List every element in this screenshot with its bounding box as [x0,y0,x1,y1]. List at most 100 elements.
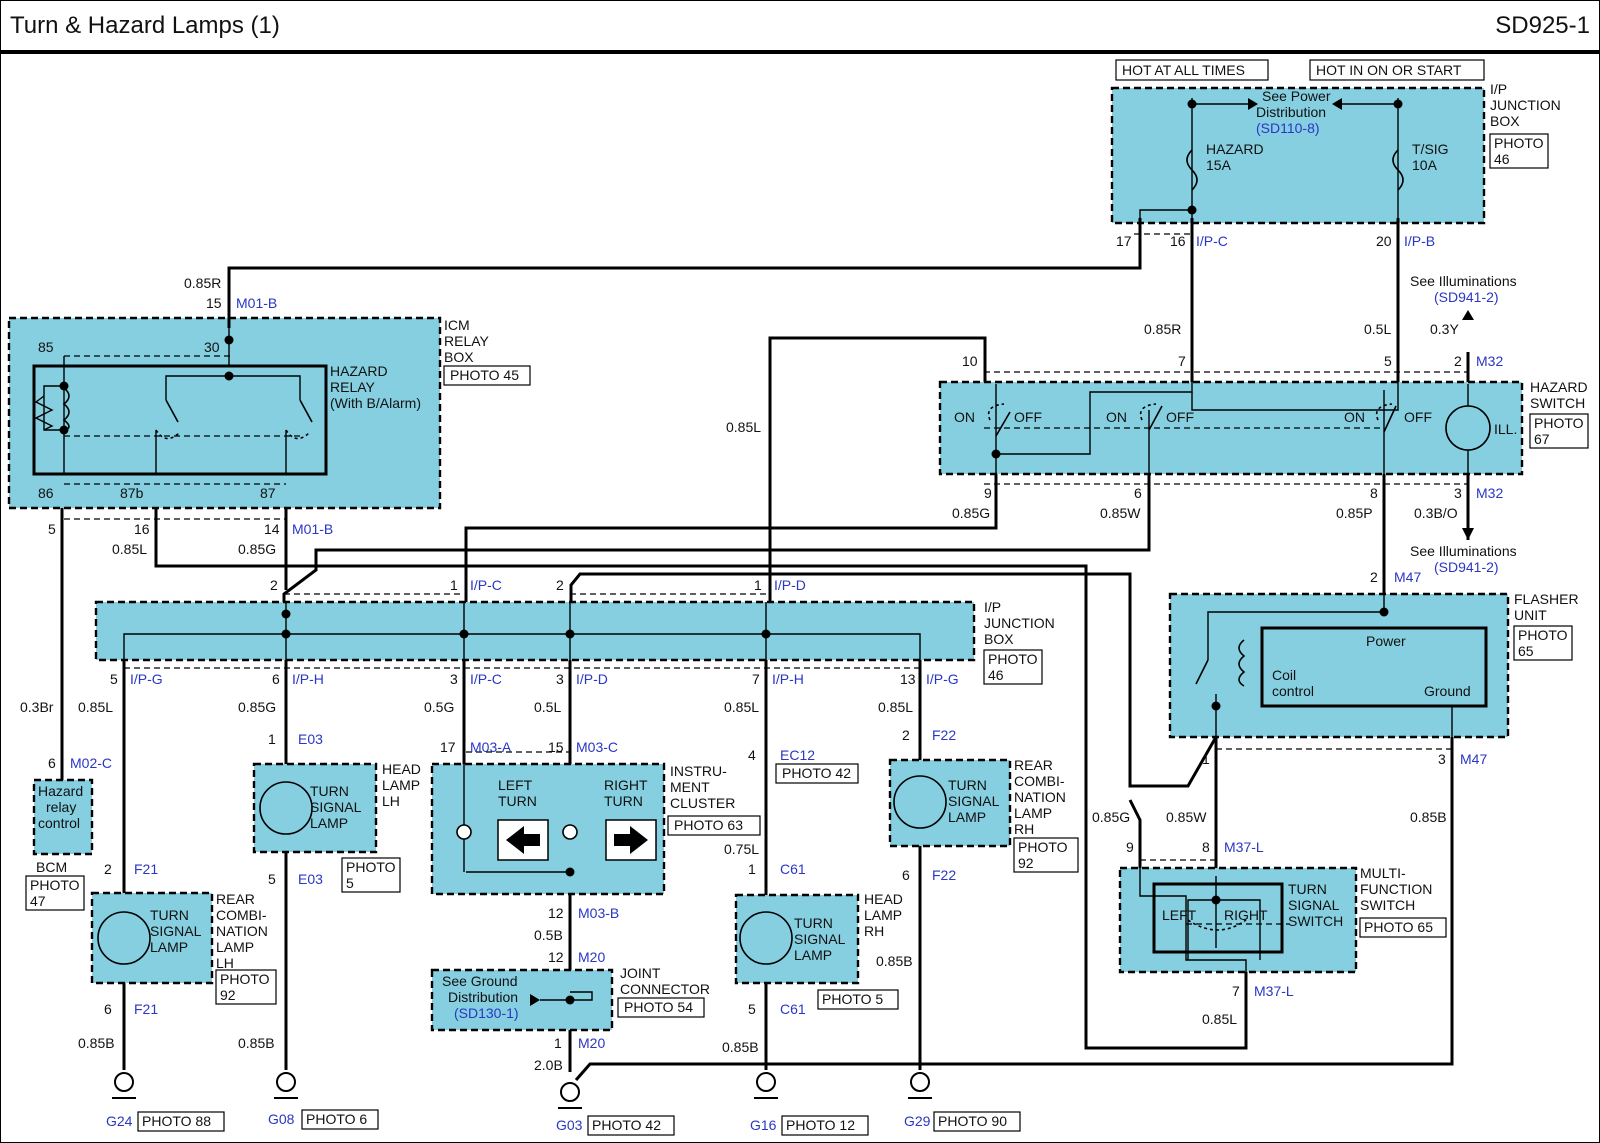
label-see-illuminations: See Illuminations [1410,543,1517,559]
component-name: COMBI- [216,907,267,923]
connector-id: M32 [1476,353,1503,369]
component-name: MENT [670,779,710,795]
component-name: RH [864,923,884,939]
component-name: SIGNAL [1288,897,1340,913]
connector-id: E03 [298,871,323,887]
component-name: CLUSTER [670,795,735,811]
link-sd941: (SD941-2) [1434,289,1499,305]
label-fuse-hazard: HAZARD [1206,141,1264,157]
label-jb-top-1: I/P [1490,81,1507,97]
junction-dots [59,99,1403,1005]
wire-label: 0.85B [78,1035,115,1051]
icm-relay-box [7,316,442,510]
pin-label: 30 [204,339,220,355]
photo-label: PHOTO 12 [786,1117,855,1133]
pin-label: 2 [1454,353,1462,369]
diagram-code: SD925-1 [1495,12,1590,39]
pin-label: 15 [206,295,222,311]
component-name: JOINT [620,965,661,981]
lamp-symbols [97,405,1491,965]
photo-label: PHOTO [1494,135,1544,151]
lamp-text: SIGNAL [794,931,846,947]
component-name: UNIT [1514,607,1547,623]
pin-label: 4 [748,747,756,763]
component-name: RH [1014,821,1034,837]
lamp-text: TURN [948,777,987,793]
component-name: BOX [984,631,1014,647]
ip-junction-box-main [94,600,976,662]
switch-position: OFF [1014,409,1042,425]
wire-label: 0.3Br [20,699,54,715]
label-fuse-tsig-amp: 10A [1412,157,1438,173]
switch-position: ON [1344,409,1365,425]
connector-id: M32 [1476,485,1503,501]
pin-label: 5 [1384,353,1392,369]
photo-label: PHOTO [220,971,270,987]
ground-id: G03 [556,1117,583,1133]
connector-id: M03-C [576,739,618,755]
connector-id: M01-B [236,295,277,311]
pin-label: 9 [1126,839,1134,855]
wire-label: 0.85L [726,419,761,435]
wire-label: 0.85L [1202,1011,1237,1027]
labels: HOT AT ALL TIMES HOT IN ON OR START See … [20,62,1588,1133]
pin-label: 1 [268,731,276,747]
photo-label: 67 [1534,431,1550,447]
switch-position: ON [1106,409,1127,425]
wire-label: 0.85L [78,699,113,715]
component-name: RELAY [330,379,376,395]
switch-position: OFF [1166,409,1194,425]
connector-id: F22 [932,727,956,743]
photo-label: PHOTO [30,877,80,893]
arrow-from-illuminations [1462,310,1474,320]
pin-label: 8 [1202,839,1210,855]
tsig-fuse [1392,149,1404,191]
connector-id: C61 [780,1001,806,1017]
label-boxes [25,59,1589,1136]
wire-label: 0.85B [238,1035,275,1051]
wire-label: 0.5L [534,699,561,715]
photo-label: 47 [30,893,46,909]
wire-label: 2.0B [534,1057,563,1073]
component-name: SWITCH [1530,395,1585,411]
connector-id: M47 [1394,569,1421,585]
label-distribution: Distribution [1256,104,1326,120]
lamp-text: SIGNAL [150,923,202,939]
flasher-coil [1238,639,1246,687]
connector-id: I/P-H [772,671,804,687]
pin-label: 12 [548,905,564,921]
wire-label: 0.85B [722,1039,759,1055]
pin-label: 1 [554,1035,562,1051]
photo-label: PHOTO 5 [822,991,883,1007]
flasher-unit [1168,592,1510,739]
wire-label: 0.5G [424,699,454,715]
photo-label: 92 [220,987,236,1003]
photo-label: PHOTO [1018,839,1068,855]
connector-id: I/P-C [470,671,502,687]
component-name: FUNCTION [1360,881,1432,897]
lamp-text: TURN [794,915,833,931]
pin-label: 85 [38,339,54,355]
connector-id: EC12 [780,747,815,763]
wire-label: 0.85R [1144,321,1181,337]
pin-label: 5 [748,1001,756,1017]
ground-id: G16 [750,1117,777,1133]
component-name: HEAD [382,761,421,777]
component-name: BOX [444,349,474,365]
component-name: CONNECTOR [620,981,710,997]
pin-label: 3 [1454,485,1462,501]
ground-id: G24 [106,1113,133,1129]
switch-position: LEFT [1162,907,1197,923]
component-name: HAZARD [330,363,388,379]
component-name: REAR [216,891,255,907]
connector-id: M37-L [1224,839,1264,855]
pin-label: 3 [556,671,564,687]
component-name: NATION [1014,789,1066,805]
pin-label: 1 [1202,751,1210,767]
photo-label: PHOTO 63 [674,817,743,833]
lamp-text: LAMP [948,809,986,825]
arrow-right-power [1248,98,1258,110]
component-name: I/P [984,599,1001,615]
ground-symbols [112,1072,932,1109]
